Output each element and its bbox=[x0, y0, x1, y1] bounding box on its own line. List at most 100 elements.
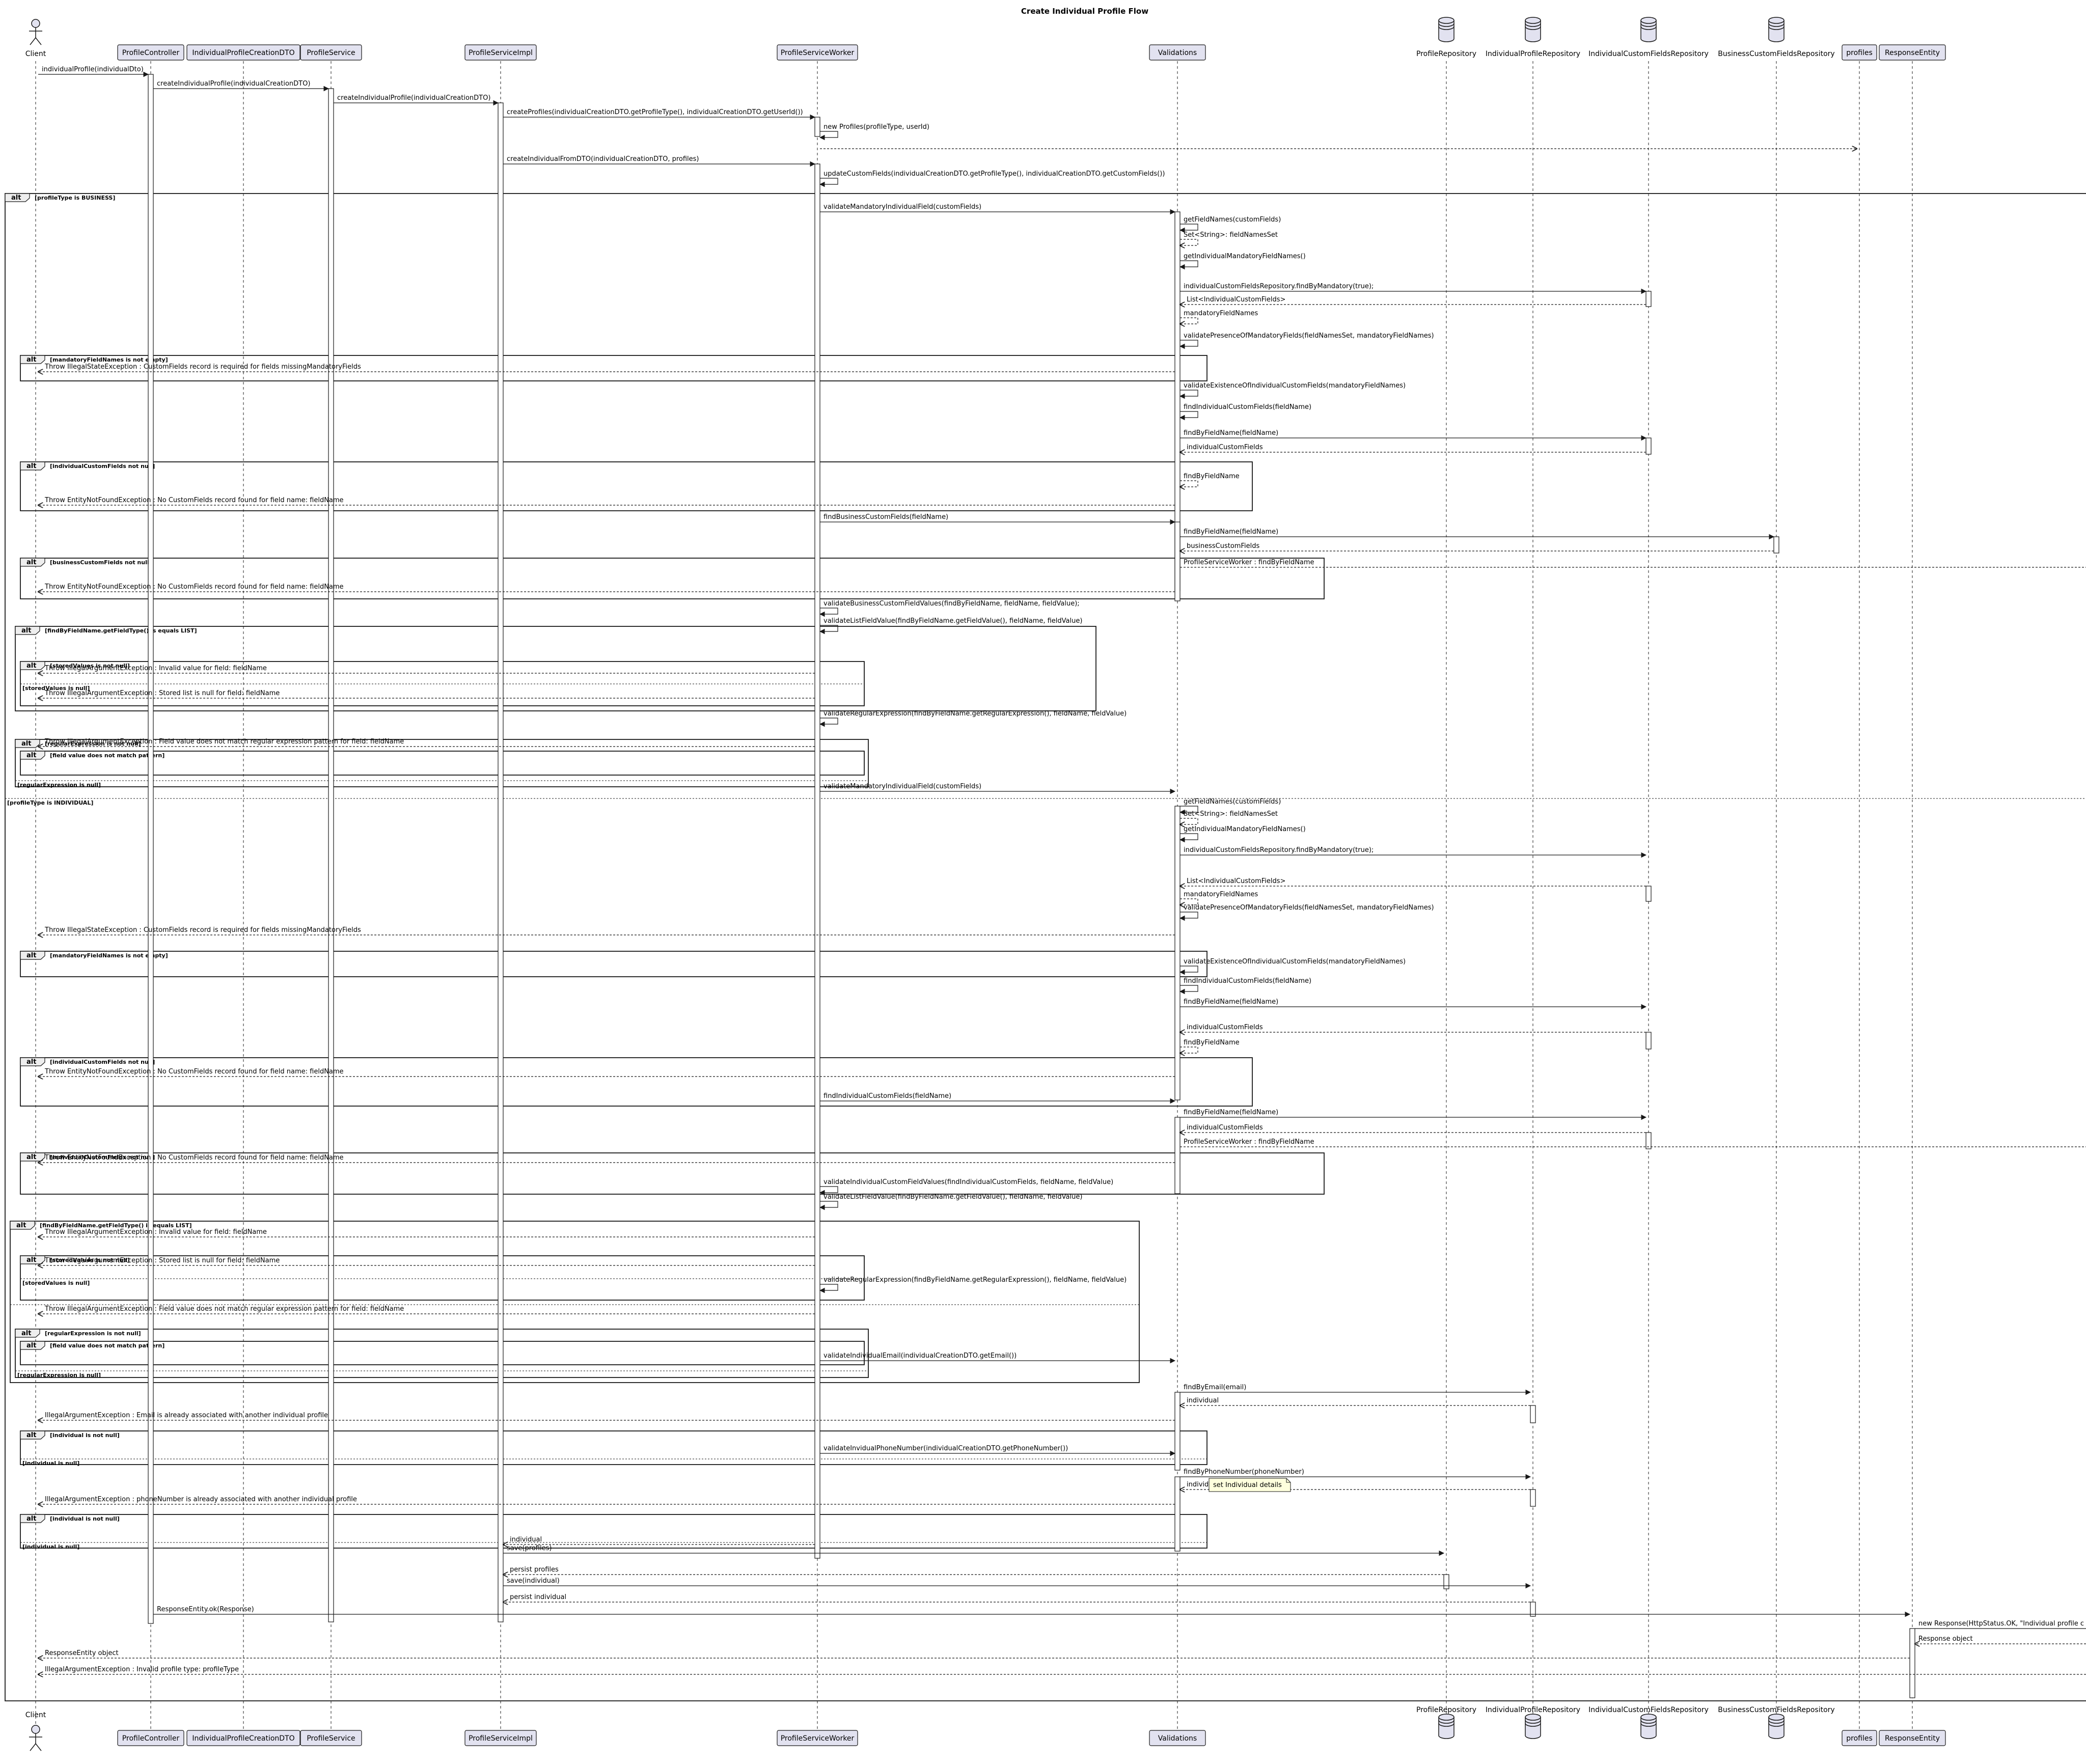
alt-fragment: alt[field value does not match pattern] bbox=[20, 1341, 865, 1365]
participant-icfr-top: IndividualCustomFieldsRepository bbox=[1588, 17, 1709, 58]
participant-val-top: Validations bbox=[1149, 44, 1206, 61]
message-label: Throw IllegalArgumentException : Stored … bbox=[44, 1257, 280, 1264]
message: findByFieldName(fieldName) bbox=[1180, 1109, 1647, 1120]
message-label: List<IndividualCustomFields> bbox=[1187, 296, 1285, 304]
participant-label: BusinessCustomFieldsRepository bbox=[1718, 1706, 1834, 1714]
alt-fragment: alt[businessCustomFields not null] bbox=[20, 558, 1325, 599]
message-label: persist individual bbox=[510, 1593, 566, 1601]
participant-ipr-bottom: IndividualProfileRepository bbox=[1486, 1706, 1580, 1739]
message: validateListFieldValue(findByFieldName.g… bbox=[819, 1193, 1082, 1210]
alt-condition: [storedValues is null] bbox=[22, 1280, 90, 1286]
message-label: validateMandatoryIndividualField(customF… bbox=[824, 783, 981, 790]
participant-pc-top: ProfileController bbox=[117, 44, 184, 61]
message: ResponseEntity object bbox=[38, 1649, 1910, 1658]
message-label: Throw EntityNotFoundException : No Custo… bbox=[44, 1154, 344, 1162]
alt-condition: [regularExpression is null] bbox=[17, 782, 101, 788]
message: individualCustomFields bbox=[1180, 1024, 1646, 1032]
message: Throw IllegalArgumentException : Stored … bbox=[38, 690, 815, 698]
activation-bar bbox=[1174, 1476, 1181, 1552]
activation-bar bbox=[1174, 521, 1181, 601]
message: validateBusinessCustomFieldValues(findBy… bbox=[819, 600, 1080, 617]
message-label: mandatoryFieldNames bbox=[1184, 891, 1258, 898]
alt-condition: [individualCustomFields not null] bbox=[50, 1059, 155, 1065]
message: validatePresenceOfMandatoryFields(fieldN… bbox=[1179, 904, 1434, 921]
participant-prof-bottom: profiles bbox=[1842, 1730, 1877, 1746]
message-label: new Response(HttpStatus.OK, "Individual … bbox=[1918, 1620, 2084, 1628]
message: createIndividualFromDTO(individualCreati… bbox=[503, 155, 816, 167]
participant-pr-top: ProfileRepository bbox=[1416, 17, 1476, 58]
participant-label: ProfileServiceWorker bbox=[781, 49, 855, 57]
message-label: Throw EntityNotFoundException : No Custo… bbox=[44, 497, 344, 504]
alt-fragment: alt[regularExpression is not null][regul… bbox=[15, 739, 869, 788]
message-label: Throw IllegalArgumentException : Field v… bbox=[44, 1305, 404, 1313]
participant-re-top: ResponseEntity bbox=[1879, 44, 1946, 61]
participant-ps-top: ProfileService bbox=[300, 44, 362, 61]
message-label: updateCustomFields(individualCreationDTO… bbox=[824, 170, 1165, 178]
alt-condition: [field value does not match pattern] bbox=[50, 1342, 164, 1349]
participant-label: ProfileController bbox=[122, 49, 180, 57]
alt-condition: [mandatoryFieldNames is not empty] bbox=[50, 356, 168, 363]
participant-label: ProfileServiceImpl bbox=[469, 1734, 533, 1743]
activation-bar bbox=[1909, 1628, 1915, 1698]
message-label: ProfileServiceWorker : findByFieldName bbox=[1184, 1138, 1314, 1146]
message: validateIndividualEmail(individualCreati… bbox=[820, 1352, 1176, 1364]
alt-label: alt bbox=[26, 559, 36, 566]
message-label: IllegalArgumentException : Invalid profi… bbox=[45, 1666, 239, 1673]
message-label: ResponseEntity object bbox=[45, 1649, 119, 1657]
message-label: createIndividualFromDTO(individualCreati… bbox=[507, 155, 699, 163]
message-label: validatePresenceOfMandatoryFields(fieldN… bbox=[1184, 904, 1434, 912]
message: individual bbox=[503, 1536, 815, 1545]
alt-label: alt bbox=[26, 462, 36, 470]
message: individual bbox=[1180, 1397, 1530, 1405]
alt-condition: [individualCustomFields not null] bbox=[50, 463, 155, 470]
participant-client-top: Client bbox=[25, 19, 46, 58]
message-label: Throw IllegalArgumentException : Invalid… bbox=[44, 665, 267, 672]
message-label: Throw IllegalStateException : CustomFiel… bbox=[44, 926, 361, 934]
alt-label: alt bbox=[21, 740, 31, 748]
message: createIndividualProfile(individualCreati… bbox=[334, 94, 499, 106]
activation-bar bbox=[498, 102, 504, 1622]
alt-fragment: alt[field value does not match pattern] bbox=[20, 751, 865, 776]
message: findByFieldName bbox=[1180, 473, 1240, 487]
message-label: Response object bbox=[1918, 1635, 1973, 1643]
message-label: findByFieldName(fieldName) bbox=[1184, 429, 1278, 437]
message: List<IndividualCustomFields> bbox=[1180, 877, 1646, 886]
message: validateRegularExpression(findByFieldNam… bbox=[819, 1276, 1127, 1293]
message-label: validateRegularExpression(findByFieldNam… bbox=[824, 710, 1127, 718]
message: findIndividualCustomFields(fieldName) bbox=[820, 1092, 1176, 1104]
alt-fragment: alt[individualCustomFields not null] bbox=[20, 1152, 1325, 1195]
participant-ps-bottom: ProfileService bbox=[300, 1730, 362, 1746]
participant-label: profiles bbox=[1846, 1734, 1873, 1743]
message-label: individualCustomFieldsRepository.findByM… bbox=[1184, 283, 1374, 290]
message-label: getIndividualMandatoryFieldNames() bbox=[1184, 825, 1306, 833]
message-label: findByFieldName bbox=[1184, 1039, 1240, 1046]
participant-psi-bottom: ProfileServiceImpl bbox=[464, 1730, 537, 1746]
message-label: Set<String>: fieldNamesSet bbox=[1184, 231, 1278, 239]
activation-bar bbox=[1174, 1117, 1181, 1194]
message: persist individual bbox=[503, 1593, 1530, 1602]
message: Set<String>: fieldNamesSet bbox=[1180, 231, 1278, 245]
alt-label: alt bbox=[21, 627, 31, 635]
participant-prof-top: profiles bbox=[1842, 44, 1877, 61]
participant-label: IndividualProfileRepository bbox=[1486, 50, 1580, 58]
diagram-title: Create Individual Profile Flow bbox=[1021, 7, 1148, 16]
participant-ipr-top: IndividualProfileRepository bbox=[1486, 17, 1580, 58]
alt-condition: [regularExpression is not null] bbox=[45, 1330, 141, 1337]
alt-label: alt bbox=[11, 194, 21, 202]
message: Throw EntityNotFoundException : No Custo… bbox=[38, 583, 1175, 592]
message: Throw IllegalStateException : CustomFiel… bbox=[38, 363, 1175, 372]
participant-bcfr-top: BusinessCustomFieldsRepository bbox=[1718, 17, 1835, 58]
message-label: Throw IllegalArgumentException : Invalid… bbox=[44, 1228, 267, 1236]
message-label: validateListFieldValue(findByFieldName.g… bbox=[824, 617, 1082, 625]
message-label: validateRegularExpression(findByFieldNam… bbox=[824, 1276, 1127, 1284]
message-label: getIndividualMandatoryFieldNames() bbox=[1184, 253, 1306, 260]
message: findByFieldName(fieldName) bbox=[1180, 528, 1775, 540]
note-text: set Individual details bbox=[1213, 1481, 1282, 1489]
alt-label: alt bbox=[26, 1153, 36, 1161]
alt-condition: [mandatoryFieldNames is not empty] bbox=[50, 952, 168, 959]
message: findIndividualCustomFields(fieldName) bbox=[1179, 977, 1311, 995]
alt-fragment: alt[findByFieldName.getFieldType() is eq… bbox=[10, 1221, 1140, 1383]
participant-label: ProfileServiceWorker bbox=[781, 1734, 855, 1743]
message-label: findBusinessCustomFields(fieldName) bbox=[824, 513, 948, 521]
message: Throw EntityNotFoundException : No Custo… bbox=[38, 497, 1175, 505]
